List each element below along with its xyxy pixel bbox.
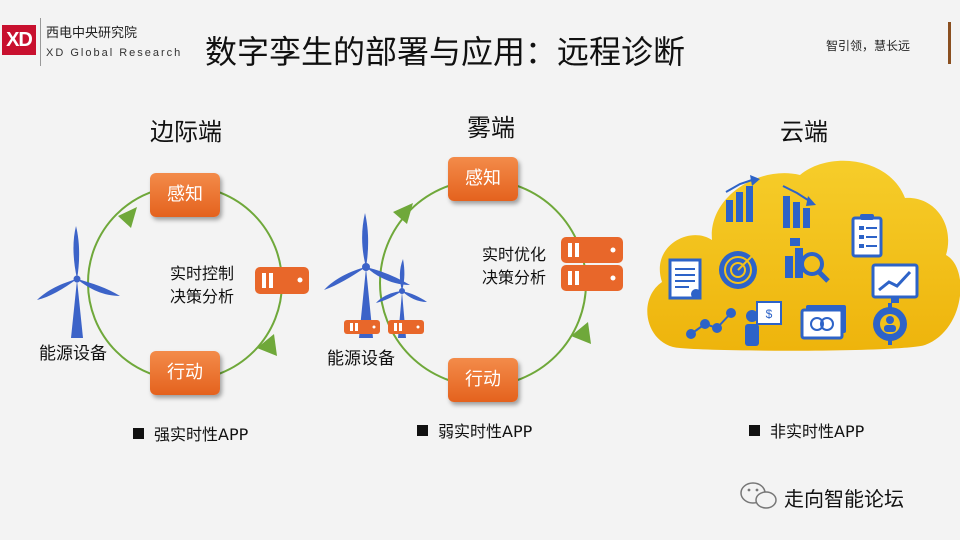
target-icon bbox=[719, 251, 757, 289]
gear-user-icon bbox=[873, 303, 907, 345]
wind-turbine-icon bbox=[324, 213, 410, 338]
act-box-edge: 行动 bbox=[150, 351, 220, 395]
presenter-icon: $ bbox=[745, 301, 782, 346]
trend-dots-icon bbox=[686, 308, 736, 339]
xd-logo: XD bbox=[2, 25, 36, 55]
section-title-fog: 雾端 bbox=[467, 114, 515, 142]
slogan: 智引领，慧长远 bbox=[826, 39, 911, 53]
app-label-fog: 弱实时性APP bbox=[417, 418, 532, 442]
wechat-icon bbox=[740, 482, 777, 509]
header-accent-bar bbox=[948, 22, 951, 64]
app-label-edge: 强实时性APP bbox=[133, 421, 248, 445]
center-label-edge: 实时控制 决策分析 bbox=[170, 262, 234, 308]
bullet-square-icon bbox=[749, 425, 760, 436]
center-label-line1: 实时优化 bbox=[482, 245, 547, 264]
wind-turbine-icon bbox=[37, 226, 120, 338]
app-label-cloud: 非实时性APP bbox=[749, 418, 864, 442]
bullet-square-icon bbox=[417, 425, 428, 436]
cycle-arrow-icon bbox=[257, 334, 277, 356]
perceive-box-fog: 感知 bbox=[448, 157, 518, 201]
org-name-en: XD Global Research bbox=[46, 47, 183, 59]
search-analysis-icon bbox=[785, 238, 830, 283]
org-name-cn: 西电中央研究院 bbox=[46, 26, 138, 41]
cycle-arrow-icon bbox=[118, 207, 137, 228]
perceive-box-edge: 感知 bbox=[150, 173, 220, 217]
header-divider bbox=[40, 18, 41, 66]
app-label-text: 弱实时性APP bbox=[438, 422, 533, 441]
svg-text:$: $ bbox=[766, 307, 773, 321]
server-icon bbox=[255, 267, 309, 294]
watermark-text: 走向智能论坛 bbox=[784, 487, 904, 511]
bullet-square-icon bbox=[133, 428, 144, 439]
cycle-arrow-icon bbox=[571, 322, 591, 344]
act-box-fog: 行动 bbox=[448, 358, 518, 402]
device-label-edge: 能源设备 bbox=[39, 344, 107, 364]
section-title-cloud: 云端 bbox=[780, 118, 828, 146]
line-chart-icon bbox=[871, 263, 919, 303]
center-label-line2: 决策分析 bbox=[482, 268, 547, 287]
section-title-edge: 边际端 bbox=[150, 118, 222, 146]
bar-chart-down-icon bbox=[782, 185, 816, 228]
center-label-line2: 决策分析 bbox=[170, 287, 235, 306]
center-label-line1: 实时控制 bbox=[170, 264, 235, 283]
server-stack-icon bbox=[561, 237, 623, 291]
server-small-icon bbox=[344, 320, 380, 334]
server-small-icon bbox=[388, 320, 424, 334]
device-label-fog: 能源设备 bbox=[327, 349, 395, 369]
center-label-fog: 实时优化 决策分析 bbox=[482, 243, 546, 289]
app-label-text: 非实时性APP bbox=[770, 422, 865, 441]
bar-chart-up-icon bbox=[725, 175, 760, 222]
page-title: 数字孪生的部署与应用：远程诊断 bbox=[205, 33, 686, 71]
checklist-icon bbox=[851, 214, 883, 258]
money-icon bbox=[800, 305, 846, 340]
cycle-arrow-icon bbox=[393, 203, 413, 224]
app-label-text: 强实时性APP bbox=[154, 425, 249, 444]
document-icon bbox=[668, 258, 702, 300]
